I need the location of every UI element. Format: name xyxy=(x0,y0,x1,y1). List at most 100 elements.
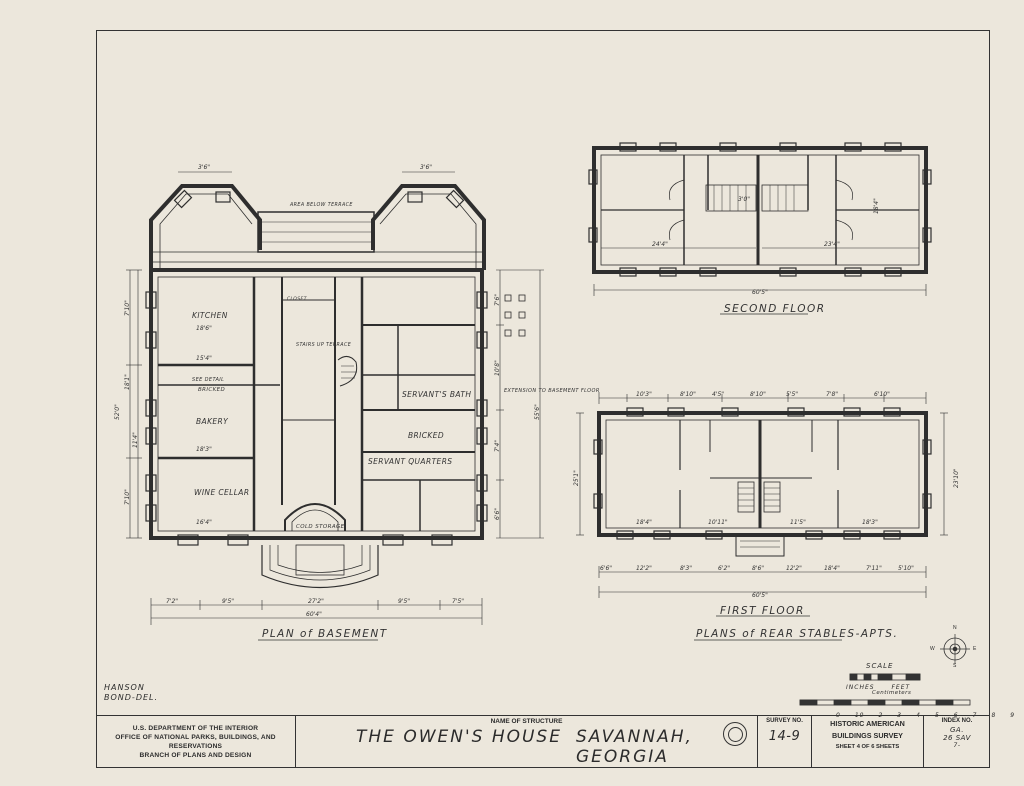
room-bricked: BRICKED xyxy=(408,431,444,440)
survey-block: SURVEY NO. 14-9 xyxy=(758,716,812,768)
ff-top-3: 8'10" xyxy=(750,391,766,398)
survey-number: 14-9 xyxy=(768,729,801,744)
room-servants-bath: SERVANT'S BATH xyxy=(402,390,471,399)
basement-plan xyxy=(126,171,544,625)
sf-dim-b: 18'4" xyxy=(873,198,880,214)
ff-left-h: 25'1" xyxy=(573,470,580,486)
structure-label: NAME OF STRUCTURE xyxy=(490,718,563,725)
scale-inches: INCHES xyxy=(846,684,875,691)
compass-letters: N S E W xyxy=(930,625,976,669)
dim-right-d: 6'6" xyxy=(494,508,501,520)
agency-line-3: BRANCH OF PLANS AND DESIGN xyxy=(139,752,252,759)
second-floor-title: SECOND FLOOR xyxy=(724,303,826,315)
sf-dim-left: 24'4" xyxy=(652,241,668,248)
index-label: INDEX NO. xyxy=(941,718,973,724)
first-floor-title: FIRST FLOOR xyxy=(720,605,805,617)
dim-left-c: 11'4" xyxy=(132,432,139,448)
dim-right-b: 10'8" xyxy=(494,360,501,376)
sheet-count: SHEET 4 OF 6 SHEETS xyxy=(835,744,900,750)
dim-left-a: 7'10" xyxy=(124,300,131,316)
ff-inner-2: 11'5" xyxy=(790,519,806,526)
dim-left-d: 7'10" xyxy=(124,489,131,505)
ff-bot-5: 12'2" xyxy=(786,565,802,572)
drafter-line1: HANSON xyxy=(104,683,145,692)
index-value-3: 7- xyxy=(953,742,961,749)
dim-bot-c: 27'2" xyxy=(308,598,324,605)
scale-centimeters: Centimeters xyxy=(872,690,912,696)
note-extension: EXTENSION TO BASEMENT FLOOR xyxy=(504,388,600,394)
room-servant-quarters: SERVANT QUARTERS xyxy=(368,457,452,466)
ff-bot-8: 5'10" xyxy=(898,565,914,572)
dim-kitchen-w2: 15'4" xyxy=(196,355,212,362)
dim-overall-h: 52'0" xyxy=(114,404,121,420)
ff-bot-2: 8'3" xyxy=(680,565,692,572)
scale-feet: FEET xyxy=(891,684,911,691)
scale-unit-9: 9 xyxy=(1010,712,1016,719)
dim-top-a: 3'6" xyxy=(198,164,210,171)
ff-top-2: 4'5" xyxy=(712,391,724,398)
ff-top-6: 6'10" xyxy=(874,391,890,398)
habs-line-1: HISTORIC AMERICAN xyxy=(830,719,905,728)
room-bricked-2: BRICKED xyxy=(198,387,225,393)
room-cold-storage: COLD STORAGE xyxy=(296,524,345,530)
ff-bot-0: 6'6" xyxy=(600,565,612,572)
dim-bakery-w: 18'3" xyxy=(196,446,212,453)
dim-wine-w: 16'4" xyxy=(196,519,212,526)
ff-top-5: 7'8" xyxy=(826,391,838,398)
ff-bot-3: 6'2" xyxy=(718,565,730,572)
room-kitchen: KITCHEN xyxy=(192,311,228,320)
basement-plan-title: PLAN of BASEMENT xyxy=(262,628,388,640)
ff-overall: 60'5" xyxy=(752,592,768,599)
sf-dim-right: 23'4" xyxy=(824,241,840,248)
compass-e: E xyxy=(973,646,977,652)
first-floor-plan xyxy=(576,392,948,598)
dim-left-b: 18'1" xyxy=(124,374,131,390)
ff-inner-1: 10'11" xyxy=(708,519,728,526)
habs-line-2: BUILDINGS SURVEY xyxy=(832,731,903,740)
scale-unit-8: 8 xyxy=(991,712,997,719)
second-floor-plan xyxy=(588,142,932,296)
room-wine-cellar: WINE CELLAR xyxy=(194,488,249,497)
scale-bars xyxy=(799,673,971,706)
survey-label: SURVEY NO. xyxy=(766,718,803,724)
agency-line-1: U.S. DEPARTMENT OF THE INTERIOR xyxy=(132,725,259,732)
structure-location: SAVANNAH, GEORGIA xyxy=(576,727,693,767)
dim-right-a: 7'6" xyxy=(494,294,501,306)
scale-inches-feet: INCHES FEET xyxy=(846,684,924,691)
drawing-sheet-border xyxy=(96,30,990,768)
ff-bot-4: 8'6" xyxy=(752,565,764,572)
room-bakery: BAKERY xyxy=(196,417,229,426)
ff-inner-0: 18'4" xyxy=(636,519,652,526)
drafter-credit: HANSON BOND-DEL. xyxy=(104,683,158,703)
dim-bot-a: 7'2" xyxy=(166,598,178,605)
scale-label: SCALE xyxy=(866,662,894,670)
second-floor-labels: 60'5" 24'4" 23'4" 3'0" 18'4" SECOND FLOO… xyxy=(652,196,880,315)
dim-overall-h2: 55'6" xyxy=(534,404,541,420)
dim-right-c: 7'4" xyxy=(494,440,501,452)
dim-bot-d: 9'5" xyxy=(398,598,410,605)
note-stairs-up: STAIRS UP TERRACE xyxy=(296,342,352,348)
compass-w: W xyxy=(930,646,935,652)
ff-bot-6: 18'4" xyxy=(824,565,840,572)
title-block: U.S. DEPARTMENT OF THE INTERIOR OFFICE O… xyxy=(96,715,990,768)
index-block: INDEX NO. GA. 26 SAV 7- xyxy=(924,716,990,768)
stables-title: PLANS of REAR STABLES-APTS. xyxy=(696,628,898,640)
ff-top-1: 8'10" xyxy=(680,391,696,398)
seal-icon xyxy=(723,722,747,746)
ff-top-4: 5'5" xyxy=(786,391,798,398)
ff-inner-3: 18'3" xyxy=(862,519,878,526)
note-see-detail: SEE DETAIL xyxy=(192,377,224,383)
compass-n: N xyxy=(953,625,957,631)
index-value-2: 26 SAV xyxy=(943,734,971,742)
dim-bot-e: 7'5" xyxy=(452,598,464,605)
agency-block: U.S. DEPARTMENT OF THE INTERIOR OFFICE O… xyxy=(96,716,296,768)
basement-labels: KITCHEN BAKERY WINE CELLAR SERVANT'S BAT… xyxy=(114,164,600,641)
dim-top-b: 3'6" xyxy=(420,164,432,171)
ff-right-h: 23'10" xyxy=(953,468,960,488)
habs-block: HISTORIC AMERICAN BUILDINGS SURVEY SHEET… xyxy=(812,716,924,768)
compass-s: S xyxy=(953,663,957,669)
compass-rose-icon xyxy=(940,634,970,664)
structure-name: THE OWEN'S HOUSE xyxy=(356,727,562,747)
sf-dim-a: 3'0" xyxy=(738,196,750,203)
